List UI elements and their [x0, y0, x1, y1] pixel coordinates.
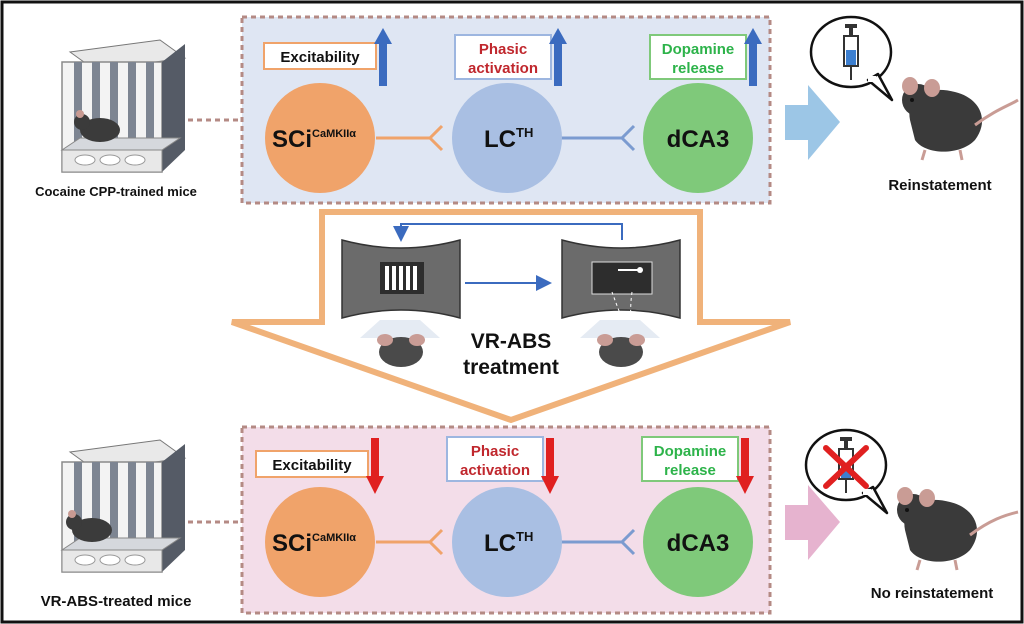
bottom-node-sci [265, 487, 375, 597]
syringe-icon [843, 24, 859, 80]
top-node-dca3 [643, 83, 753, 193]
bottom-outcome-arrow [785, 485, 840, 560]
treatment-label-1: VR-ABS [471, 330, 552, 353]
bottom-node-lc-label: LCTH [484, 529, 533, 557]
vr-loop-arrow [393, 223, 623, 242]
bottom-node-dca3 [643, 487, 753, 597]
mouse-icon [897, 487, 1019, 571]
mouse-head-icon [377, 334, 425, 367]
bottom-node-lc [452, 487, 562, 597]
mouse-icon [72, 518, 112, 542]
svg-text:activation: activation [468, 60, 538, 77]
svg-text:Dopamine: Dopamine [662, 41, 735, 58]
bottom-marker-phasic: Phasic activation [446, 436, 559, 494]
svg-text:activation: activation [460, 462, 530, 479]
vr-screen-icon [561, 239, 681, 353]
down-arrow-icon [541, 438, 559, 494]
svg-text:Dopamine: Dopamine [654, 443, 727, 460]
top-outcome-label: Reinstatement [888, 177, 991, 194]
top-marker-phasic: Phasic activation [454, 28, 567, 86]
mouse-head-icon [597, 334, 645, 367]
mouse-icon [902, 77, 1019, 161]
vr-screen-icon [341, 239, 461, 338]
syringe-bubble-top [809, 15, 894, 102]
up-arrow-icon [374, 28, 392, 86]
down-arrow-icon [736, 438, 754, 494]
svg-text:Excitability: Excitability [272, 457, 352, 474]
bottom-node-sci-label: SCiCaMKIIα [272, 530, 356, 557]
svg-text:release: release [672, 60, 724, 77]
top-node-sci [265, 83, 375, 193]
bottom-node-dca3-label: dCA3 [667, 530, 730, 557]
bottom-marker-excitability: Excitability [255, 438, 384, 494]
top-cage-caption: Cocaine CPP-trained mice [35, 184, 197, 199]
cage-bottom [60, 439, 187, 573]
up-arrow-icon [549, 28, 567, 86]
top-node-lc [452, 83, 562, 193]
up-arrow-icon [744, 28, 762, 86]
svg-text:Phasic: Phasic [479, 41, 527, 58]
top-node-dca3-label: dCA3 [667, 126, 730, 153]
top-marker-excitability: Excitability [263, 28, 392, 86]
red-x-icon [823, 445, 869, 489]
top-node-sci-label: SCiCaMKIIα [272, 126, 356, 153]
bottom-marker-dopamine: Dopamine release [641, 436, 754, 494]
syringe-bubble-bottom [804, 428, 889, 515]
bottom-outcome-label: No reinstatement [871, 585, 994, 602]
top-marker-dopamine: Dopamine release [649, 28, 762, 86]
cage-top [60, 39, 187, 173]
svg-text:Phasic: Phasic [471, 443, 519, 460]
treatment-label-2: treatment [463, 356, 559, 379]
svg-text:Excitability: Excitability [280, 49, 360, 66]
top-node-lc-label: LCTH [484, 125, 533, 153]
top-outcome-arrow [785, 85, 840, 160]
down-arrow-icon [366, 438, 384, 494]
mouse-icon [80, 118, 120, 142]
svg-text:release: release [664, 462, 716, 479]
bottom-cage-caption: VR-ABS-treated mice [41, 593, 192, 610]
